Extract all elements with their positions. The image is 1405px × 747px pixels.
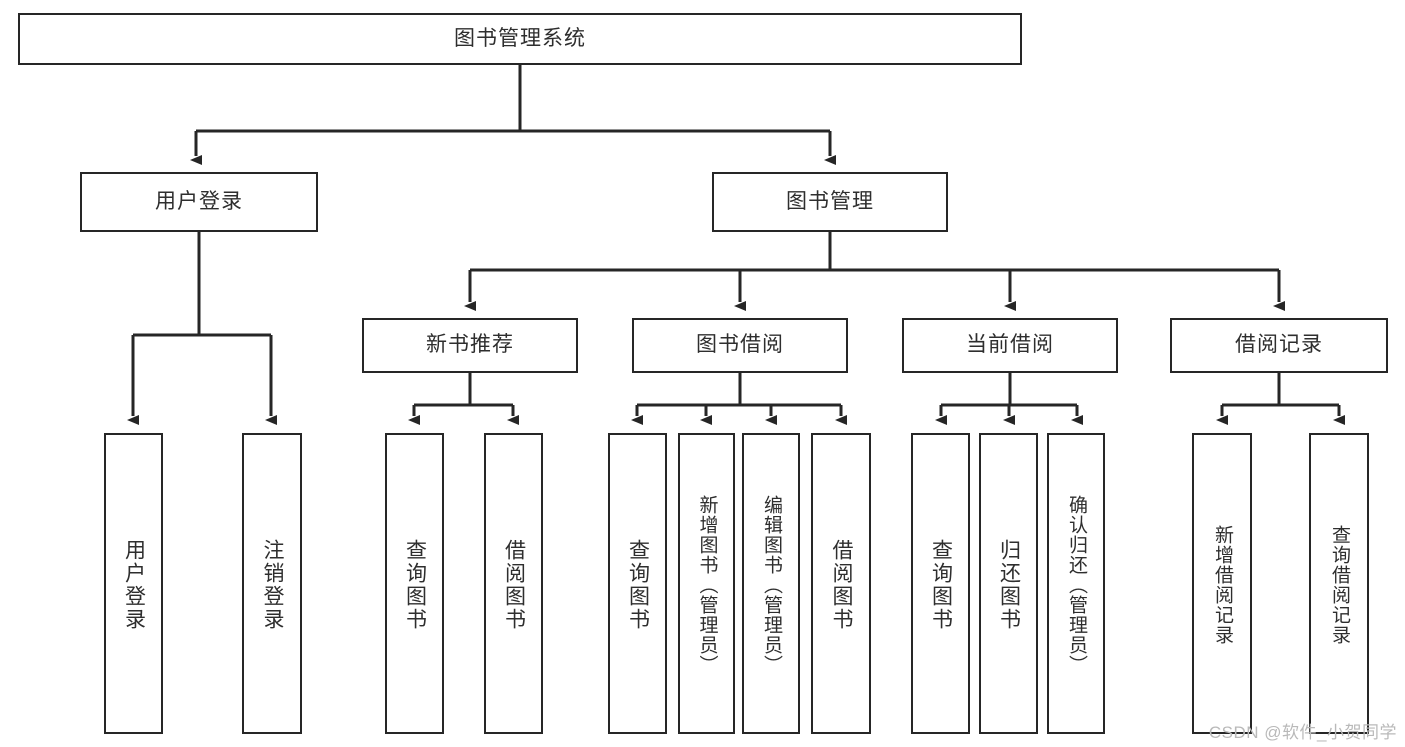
leaf-new-book-borrow[interactable]: 借阅图书 [484,433,543,734]
leaf-new-book-query-label: 查询图书 [403,538,427,631]
leaf-borrow-record-add-label: 新增借阅记录 [1211,524,1233,645]
leaf-book-borrow-edit[interactable]: 编辑图书（管理员） [742,433,800,734]
leaf-user-login-signin-label: 用户登录 [122,538,146,631]
node-current-borrow-label: 当前借阅 [966,333,1054,357]
leaf-current-borrow-query[interactable]: 查询图书 [911,433,970,734]
leaf-book-borrow-borrow[interactable]: 借阅图书 [811,433,871,734]
leaf-current-borrow-confirm[interactable]: 确认归还（管理员） [1047,433,1105,734]
node-borrow-record-label: 借阅记录 [1235,333,1323,357]
leaf-book-borrow-edit-label: 编辑图书（管理员） [760,494,782,675]
leaf-borrow-record-query[interactable]: 查询借阅记录 [1309,433,1369,734]
leaf-user-login-signout[interactable]: 注销登录 [242,433,302,734]
leaf-current-borrow-return-label: 归还图书 [997,538,1021,631]
node-borrow-record[interactable]: 借阅记录 [1170,318,1388,373]
node-user-login-label: 用户登录 [155,189,243,213]
node-book-management-label: 图书管理 [786,189,874,213]
leaf-user-login-signin[interactable]: 用户登录 [104,433,163,734]
node-root-label: 图书管理系统 [454,26,586,50]
node-current-borrow[interactable]: 当前借阅 [902,318,1118,373]
node-book-borrow-label: 图书借阅 [696,333,784,357]
leaf-book-borrow-query[interactable]: 查询图书 [608,433,667,734]
leaf-current-borrow-query-label: 查询图书 [929,538,953,631]
leaf-book-borrow-query-label: 查询图书 [626,538,650,631]
node-new-book-recommend-label: 新书推荐 [426,333,514,357]
leaf-current-borrow-return[interactable]: 归还图书 [979,433,1038,734]
leaf-book-borrow-borrow-label: 借阅图书 [830,538,854,631]
node-book-management[interactable]: 图书管理 [712,172,948,232]
leaf-book-borrow-add[interactable]: 新增图书（管理员） [678,433,735,734]
node-book-borrow[interactable]: 图书借阅 [632,318,848,373]
leaf-new-book-borrow-label: 借阅图书 [502,538,526,631]
leaf-borrow-record-add[interactable]: 新增借阅记录 [1192,433,1252,734]
leaf-user-login-signout-label: 注销登录 [261,538,285,631]
node-root[interactable]: 图书管理系统 [18,13,1022,65]
leaf-book-borrow-add-label: 新增图书（管理员） [696,494,718,675]
leaf-new-book-query[interactable]: 查询图书 [385,433,444,734]
node-user-login[interactable]: 用户登录 [80,172,318,232]
leaf-current-borrow-confirm-label: 确认归还（管理员） [1065,494,1087,675]
leaf-borrow-record-query-label: 查询借阅记录 [1328,524,1350,645]
node-new-book-recommend[interactable]: 新书推荐 [362,318,578,373]
